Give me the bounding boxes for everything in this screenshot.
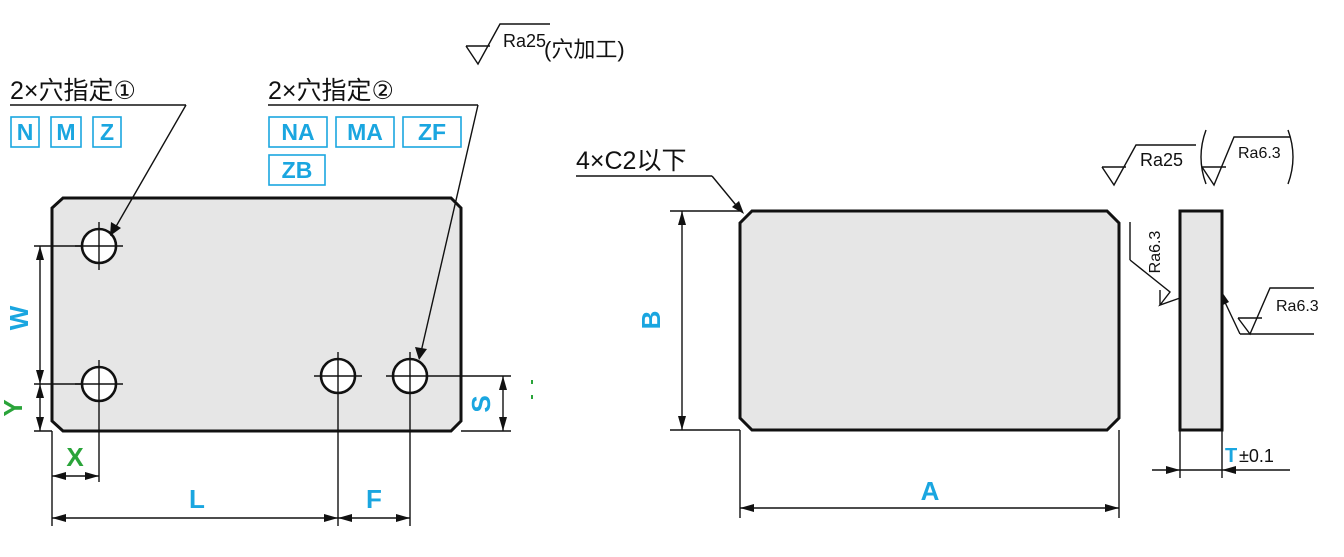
code-ZB: ZB [282,157,313,183]
top-view-plate: 4×C2以下 B A [576,147,1121,518]
hole-spec-1-label: 2×穴指定① [10,77,136,105]
roughness-alt-symbol: Ra6.3 [1200,129,1294,187]
dimension-S: S [461,376,533,432]
roughness-main-symbol: Ra25 [1101,144,1196,187]
dimension-X-label: X [66,442,84,472]
dimension-L-label: L [189,484,205,514]
hole-spec-1-callout: 2×穴指定① N M Z [10,77,187,236]
hole-roughness-symbol: Ra25 (穴加工) [465,23,625,66]
hole-roughness-value: Ra25 [503,31,546,51]
side-view-plate: Ra25 Ra6.3 Ra6.3 Ra6.3 [1101,129,1319,478]
code-NA: NA [281,119,314,145]
code-N: N [17,119,34,145]
dimension-W-label: W [4,305,34,330]
code-box-NA [268,116,328,148]
hole-bottom-right [386,352,511,526]
front-view-plate [50,196,511,526]
dimension-F-label: F [366,484,382,514]
hole-bottom-middle [314,352,362,526]
code-M: M [56,119,75,145]
roughness-main-value: Ra25 [1140,150,1183,170]
hole-bottom-left [75,360,123,482]
dimension-A-label: A [921,476,940,506]
code-box-MA [335,116,395,148]
dimension-Y-label: Y [0,399,28,416]
thickness-tolerance: ±0.1 [1239,446,1274,466]
plate-outline-AB [738,209,1121,432]
dimension-X-L-F: X L F [51,431,410,526]
code-box-ZF [402,116,462,148]
roughness-alt-value: Ra6.3 [1238,145,1281,162]
thickness-label: T [1225,445,1237,467]
dimension-W-Y: W Y [0,245,82,432]
code-box-M [50,116,82,148]
code-box-N [10,116,40,148]
chamfer-note: 4×C2以下 [576,147,686,175]
code-box-ZB [268,154,326,186]
hole-spec-2-label: 2×穴指定② [268,77,394,105]
roughness-right-face-value: Ra6.3 [1276,298,1319,315]
hole-roughness-note: (穴加工) [544,37,625,62]
roughness-right-face-symbol: Ra6.3 [1221,287,1319,336]
hole-spec-2-callout: 2×穴指定② NA MA ZF ZB [268,77,479,360]
code-box-Z [92,116,122,148]
code-Z: Z [100,119,114,145]
side-outline [1178,209,1224,432]
code-MA: MA [347,119,383,145]
roughness-left-face-symbol: Ra6.3 [1129,222,1181,307]
roughness-left-face-value: Ra6.3 [1147,231,1164,274]
plate-outline [50,196,463,433]
code-ZF: ZF [418,119,446,145]
dimension-S-label: S [466,395,496,412]
dimension-B-label: B [636,311,666,330]
